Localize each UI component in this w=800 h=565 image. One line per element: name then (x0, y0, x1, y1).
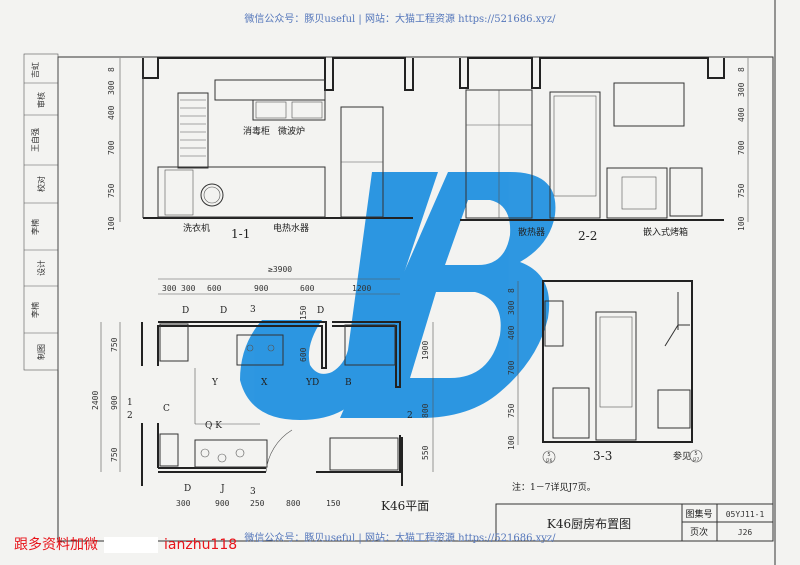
dimension-label: 900 (254, 284, 269, 293)
drawing-title: K46厨房布置图 (547, 516, 631, 531)
sig-label: 设计 (36, 260, 46, 276)
dimension-label: 400 (107, 105, 116, 120)
sig-label: 吉虹 (31, 62, 40, 78)
dimension-label: 250 (250, 499, 265, 508)
dimension-label: 100 (737, 216, 746, 231)
sig-label: 李楠 (30, 302, 40, 318)
sig-label: 王自强 (30, 128, 40, 152)
label-built-in-oven: 嵌入式烤箱 (643, 226, 688, 238)
dimension-label: Q K (205, 421, 222, 431)
dimension-label: 900 (215, 499, 230, 508)
overall-dimension: ≥3900 (268, 265, 292, 274)
dimension-label: 300 (507, 300, 516, 315)
dimension-label: Y (211, 378, 219, 388)
dimension-label: 3 (250, 305, 256, 315)
elevation-1-1: 消毒柜 微波炉 洗衣机 电热水器 1-1 8 300 400 700 750 1… (107, 57, 414, 241)
dimension-label: 600 (300, 284, 315, 293)
dimension-label: 750 (737, 183, 746, 198)
dimension-label: 400 (507, 325, 516, 340)
dimension-label: 2400 (91, 391, 100, 410)
dimension-label: 300 (181, 284, 196, 293)
label-microwave: 微波炉 (278, 125, 305, 137)
dimension-label: C (163, 404, 170, 414)
dimension-label: 750 (107, 183, 116, 198)
note-text: 注：1－7详见J7页。 (512, 481, 596, 493)
dimension-label: 3 (250, 487, 256, 497)
label-disinfection-cabinet: 消毒柜 (243, 125, 270, 137)
label-water-heater: 电热水器 (273, 222, 309, 234)
dimension-label: 750 (110, 447, 119, 462)
dimension-label: 300 (176, 499, 191, 508)
dimension-label: 300 (107, 80, 116, 95)
dimension-label: 800 (421, 403, 430, 418)
dimension-label: 2 (407, 411, 413, 421)
section-title-2-2: 2-2 (578, 229, 597, 243)
dimension-label: 8 (107, 67, 116, 72)
dimension-label: 页次 (690, 526, 708, 538)
section-title-1-1: 1-1 (231, 227, 250, 241)
dimension-label: 5 (694, 451, 697, 457)
section-title-3-3: 3-3 (593, 449, 612, 463)
dimension-label: 1 (127, 398, 133, 408)
dimension-label: J (220, 484, 225, 494)
signature-strip: 吉虹 审核 王自强 校对 李楠 设计 李楠 制图 (23, 53, 59, 371)
promo-prefix: 跟多资料加微 (14, 537, 98, 553)
dimension-label: 5 (547, 452, 550, 458)
jb-logo-watermark (240, 172, 556, 420)
dimension-label: 900 (110, 395, 119, 410)
label-washing-machine: 洗衣机 (183, 222, 210, 234)
dimension-label: 600 (207, 284, 222, 293)
dimension-label: 700 (507, 360, 516, 375)
dimension-label: 1900 (421, 341, 430, 360)
elevation-2-2: 散热器 嵌入式烤箱 2-2 8 300 400 700 750 100 (459, 57, 749, 243)
redaction-box (104, 537, 158, 553)
dimension-label: 150 (326, 499, 341, 508)
kitchen-plan: C Q K Y X YD B D D D D J 3 3 1 2 2 ≥3900… (91, 265, 434, 513)
dimension-label: 700 (737, 140, 746, 155)
dimension-label: 300 (162, 284, 177, 293)
dimension-label: 100 (507, 435, 516, 450)
plan-title: K46平面 (381, 499, 429, 513)
dimension-label: 550 (421, 445, 430, 460)
dimension-label: 400 (737, 107, 746, 122)
dimension-label: X (261, 378, 268, 388)
watermark-top: 微信公众号：豚贝useful | 网站：大猫工程资源 https://52168… (244, 12, 556, 25)
dimension-label: 100 (107, 216, 116, 231)
page-number: J26 (738, 528, 753, 537)
dimension-label: 750 (110, 337, 119, 352)
dimension-label: 750 (507, 403, 516, 418)
dimension-label: D (182, 306, 189, 316)
dimension-label: 1200 (352, 284, 371, 293)
sig-label: 审核 (36, 92, 46, 108)
dimension-label: D (184, 484, 191, 494)
dimension-label: 2 (127, 411, 133, 421)
watermark-bottom: 微信公众号：豚贝useful | 网站：大猫工程资源 https://52168… (244, 531, 556, 544)
dimension-label: D (317, 306, 324, 316)
sig-label: 李楠 (30, 219, 40, 235)
sig-label: 制图 (36, 344, 46, 360)
dimension-label: 600 (299, 347, 308, 362)
dimension-label: 300 (737, 82, 746, 97)
title-block: K46厨房布置图 图集号 05YJ11-1 页次 J26 (495, 503, 774, 542)
dimension-label: B (345, 378, 352, 388)
dimension-label: 参见 (673, 450, 691, 462)
promo-suffix: ianzhu118 (164, 537, 238, 553)
dimension-label: 700 (107, 140, 116, 155)
dimension-label: YD (305, 378, 319, 388)
sig-label: 校对 (36, 176, 46, 192)
atlas-number: 05YJ11-1 (726, 510, 765, 519)
promo-text: 跟多资料加微 ianzhu118 (14, 534, 237, 554)
dimension-label: 8 (507, 288, 516, 293)
dimension-label: 8 (737, 67, 746, 72)
dimension-label: 800 (286, 499, 301, 508)
dimension-label: J26 (545, 458, 553, 463)
dimension-label: 图集号 (685, 508, 712, 520)
dimension-label: J27 (692, 457, 700, 462)
dimension-label: D (220, 306, 227, 316)
label-radiator: 散热器 (518, 226, 545, 238)
elevation-3-3: 3-3 5 J26 参见 5 J27 8 300 400 700 750 100 (507, 280, 703, 464)
dimension-label: 150 (299, 305, 308, 320)
